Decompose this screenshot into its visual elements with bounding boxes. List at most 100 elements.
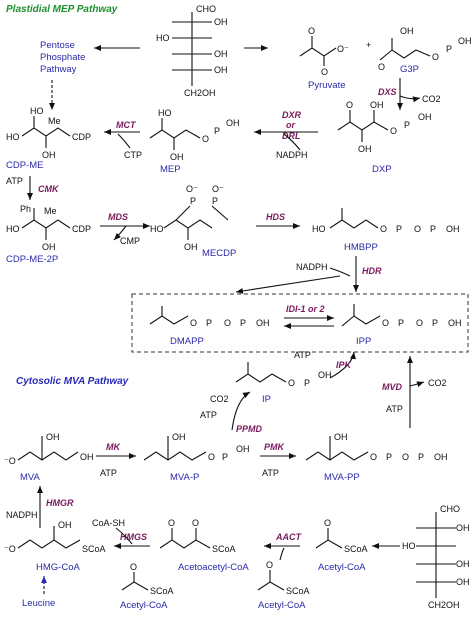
svg-text:CDP: CDP: [72, 224, 91, 234]
svg-text:O: O: [224, 318, 231, 328]
pentose-label-3: Pathway: [40, 64, 77, 75]
svg-text:O: O: [380, 224, 387, 234]
svg-text:OH: OH: [318, 370, 332, 380]
svg-text:O: O: [266, 560, 273, 570]
cdpme2p-label: CDP-ME-2P: [6, 254, 58, 265]
atp-cmk: ATP: [6, 176, 23, 186]
svg-text:OH: OH: [170, 152, 184, 162]
mecdp-structure: HO OH P P O⁻ O⁻: [150, 184, 229, 252]
svg-text:HO: HO: [156, 33, 170, 43]
svg-text:O: O: [324, 518, 331, 528]
enzyme-hmgs: HMGS: [120, 532, 147, 542]
svg-text:HO: HO: [402, 541, 416, 551]
svg-text:OH: OH: [446, 224, 460, 234]
svg-text:O⁻: O⁻: [186, 184, 198, 194]
nadph-hmgr: NADPH: [6, 510, 38, 520]
isoprenoid-box: [131, 293, 469, 353]
svg-text:OH: OH: [236, 444, 250, 454]
svg-text:Me: Me: [48, 116, 61, 126]
svg-text:O: O: [402, 452, 409, 462]
svg-text:O: O: [192, 518, 199, 528]
mva-pathway-title: Cytosolic MVA Pathway: [16, 376, 129, 387]
svg-text:OH: OH: [400, 26, 414, 36]
ip-structure: O P OH: [235, 362, 332, 388]
mep-structure: HO OH O P OH: [149, 108, 240, 162]
enzyme-mct: MCT: [116, 120, 137, 130]
svg-text:SCoA: SCoA: [150, 586, 174, 596]
svg-text:CH2OH: CH2OH: [428, 600, 460, 610]
svg-text:OH: OH: [184, 242, 198, 252]
mvap-label: MVA-P: [170, 472, 199, 483]
atp-ipk: ATP: [294, 350, 311, 360]
acetylcoa-label-3: Acetyl-CoA: [318, 562, 366, 573]
ip-label: IP: [262, 394, 271, 405]
svg-text:O: O: [416, 318, 423, 328]
enzyme-hdr: HDR: [362, 266, 382, 276]
enzyme-aact: AACT: [275, 532, 302, 542]
ctp-mct: CTP: [124, 150, 142, 160]
svg-text:Ph: Ph: [20, 204, 31, 214]
svg-text:P: P: [222, 452, 228, 462]
svg-text:OH: OH: [458, 36, 472, 46]
svg-text:HO: HO: [6, 224, 20, 234]
svg-text:OH: OH: [418, 112, 432, 122]
svg-text:O: O: [378, 62, 385, 72]
enzyme-or: or: [286, 120, 295, 130]
svg-text:OH: OH: [214, 49, 228, 59]
g3p-structure: OH O O P OH: [378, 26, 472, 72]
cdpme-structure: HO HO Me OH CDP: [6, 106, 91, 160]
enzyme-mvd: MVD: [382, 382, 403, 392]
svg-text:P: P: [190, 196, 196, 206]
svg-text:OH: OH: [448, 318, 462, 328]
svg-text:OH: OH: [42, 150, 56, 160]
enzyme-cmk: CMK: [38, 184, 60, 194]
atp-pmk: ATP: [262, 468, 279, 478]
mva-structure: ⁻O OH OH: [4, 432, 94, 466]
svg-text:Me: Me: [44, 206, 57, 216]
coash-hmgs: CoA-SH: [92, 518, 125, 528]
svg-text:P: P: [432, 318, 438, 328]
enzyme-drl: DRL: [282, 131, 301, 141]
svg-text:OH: OH: [80, 452, 94, 462]
acetylcoa-label-1: Acetyl-CoA: [120, 600, 168, 611]
svg-text:HO: HO: [150, 224, 164, 234]
svg-text:OH: OH: [172, 432, 186, 442]
mecdp-label: MECDP: [202, 248, 236, 259]
enzyme-hds: HDS: [266, 212, 285, 222]
svg-text:CHO: CHO: [196, 4, 216, 14]
mep-pathway-title: Plastidial MEP Pathway: [6, 4, 118, 15]
nadph-dxr: NADPH: [276, 150, 308, 160]
pyruvate-structure: O O O⁻: [299, 26, 349, 77]
hmbpp-structure: HO O P O P OH: [312, 208, 460, 234]
cdpme-label: CDP-ME: [6, 160, 43, 171]
cdpme2p-structure: HO Ph Me OH CDP: [6, 204, 91, 252]
svg-text:P: P: [386, 452, 392, 462]
mvapp-structure: OH O P O P OH: [305, 432, 448, 462]
co2-mvd: CO2: [428, 378, 447, 388]
svg-text:HO: HO: [6, 132, 20, 142]
svg-text:O: O: [190, 318, 197, 328]
svg-text:⁻O: ⁻O: [4, 544, 16, 554]
glucose-fischer-bottom: CHO OH HO OH OH CH2OH: [402, 504, 470, 610]
svg-text:P: P: [304, 378, 310, 388]
svg-text:O: O: [432, 52, 439, 62]
svg-text:SCoA: SCoA: [344, 544, 368, 554]
svg-text:P: P: [396, 224, 402, 234]
leucine-label: Leucine: [22, 598, 55, 609]
svg-text:O: O: [168, 518, 175, 528]
svg-text:OH: OH: [214, 65, 228, 75]
enzyme-idi: IDI-1 or 2: [286, 304, 325, 314]
acetylcoa-aact-structure: O SCoA: [257, 560, 310, 596]
svg-text:CHO: CHO: [440, 504, 460, 514]
dxp-structure: O OH OH O P OH: [337, 100, 432, 154]
acetoacetylcoa-structure: O O SCoA: [159, 518, 236, 554]
atp-mvd: ATP: [386, 404, 403, 414]
enzyme-mk: MK: [106, 442, 121, 452]
svg-text:P: P: [398, 318, 404, 328]
nadph-hdr: NADPH: [296, 262, 328, 272]
pentose-label-1: Pentose: [40, 40, 75, 51]
svg-text:O: O: [308, 26, 315, 36]
svg-text:O: O: [390, 126, 397, 136]
svg-text:SCoA: SCoA: [212, 544, 236, 554]
